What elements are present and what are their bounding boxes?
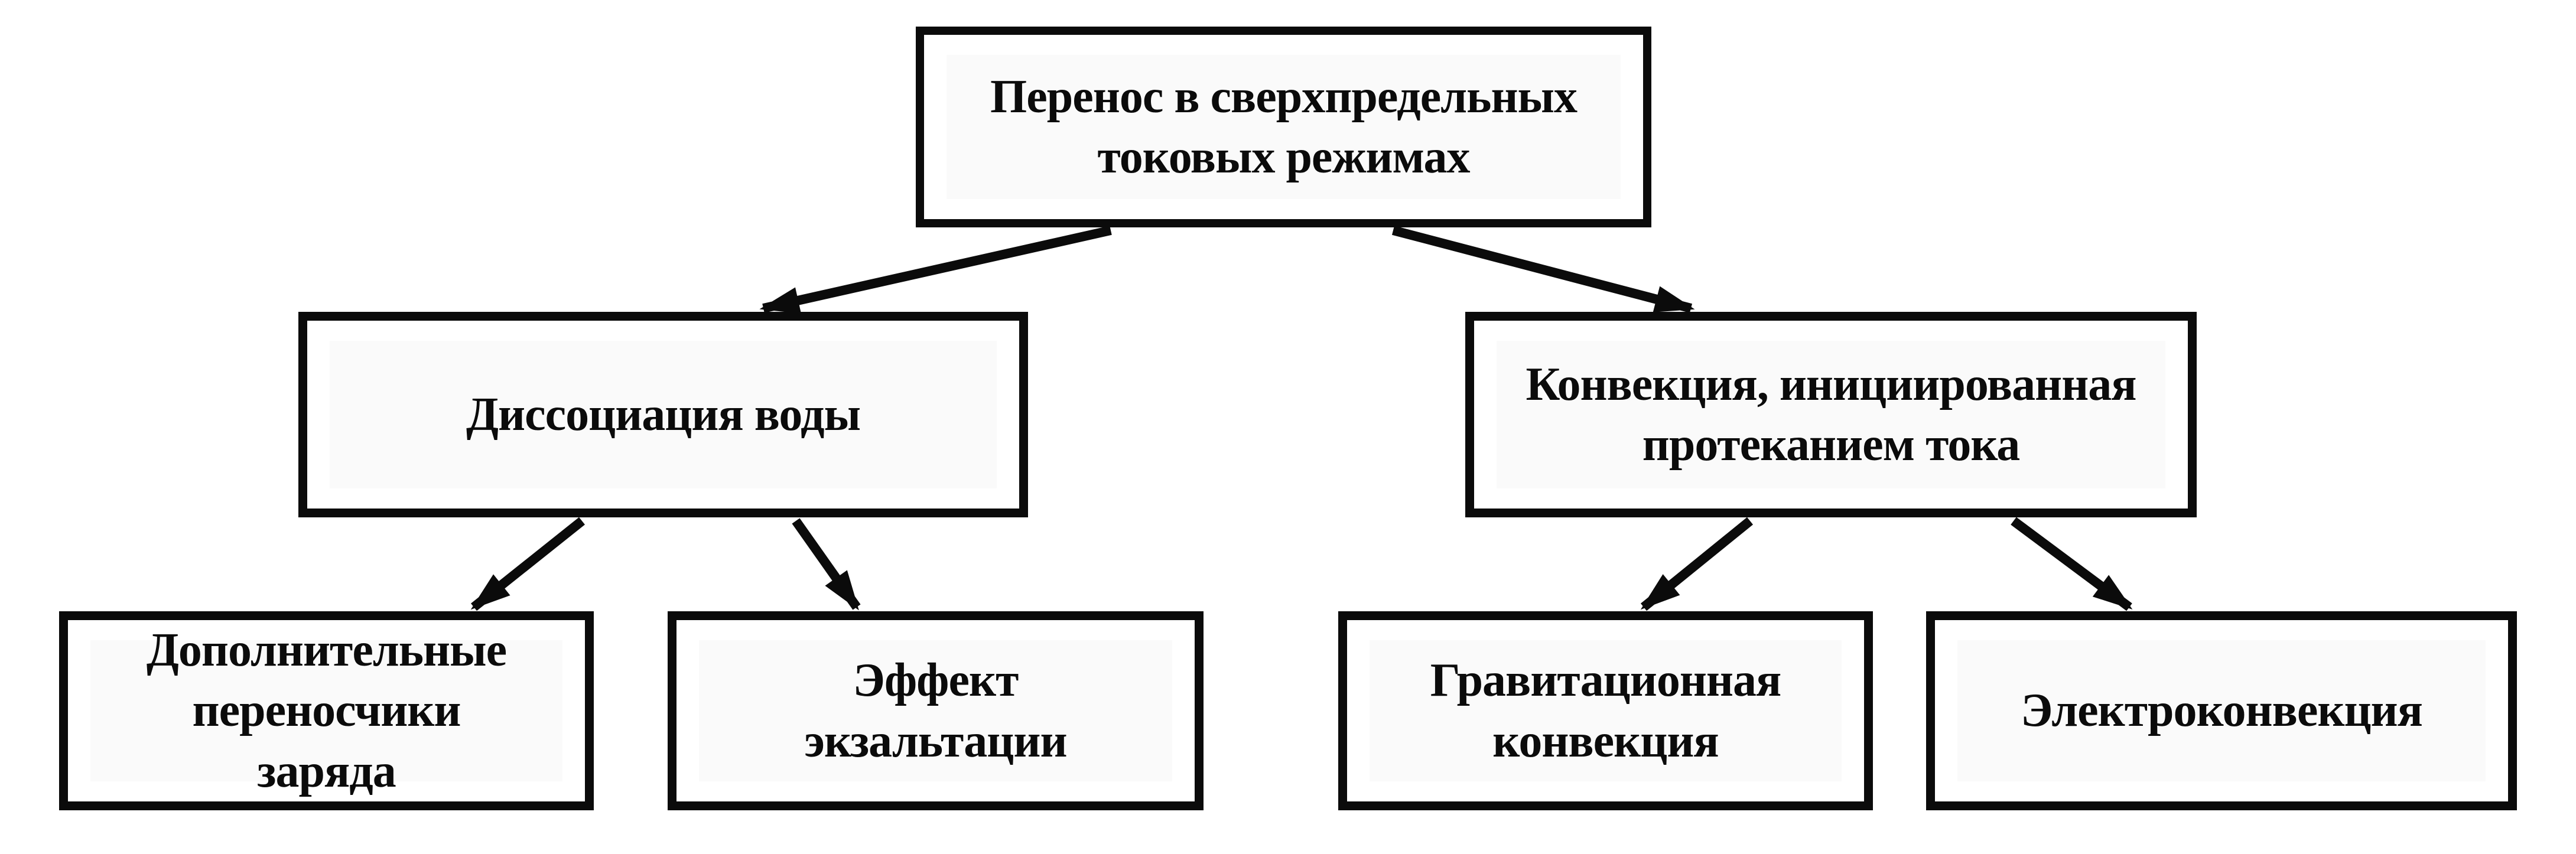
node-label: Перенос в сверхпредельных токовых режима…	[990, 70, 1578, 183]
edge-water-to-carriers-arrow	[470, 517, 585, 611]
node-label: Электроконвекция	[2021, 684, 2423, 737]
node-electroconvection: Электроконвекция	[1926, 611, 2517, 810]
node-gravitational-convection: Гравитационная конвекция	[1338, 611, 1873, 810]
node-label: Эффект экзальтации	[804, 654, 1067, 767]
edge-root-to-convection-arrow	[1391, 226, 1695, 313]
node-label: Диссоциация воды	[466, 388, 861, 441]
node-additional-charge-carriers: Дополнительные переносчики заряда	[59, 611, 594, 810]
node-current-induced-convection: Конвекция, инициированная протеканием то…	[1465, 312, 2197, 517]
edge-convection-to-electro-arrow	[2011, 517, 2133, 611]
node-overlimit-current-transfer: Перенос в сверхпредельных токовых режима…	[916, 27, 1651, 227]
node-label: Конвекция, инициированная протеканием то…	[1526, 358, 2136, 471]
edge-root-to-water-arrow	[759, 226, 1112, 314]
node-label: Дополнительные переносчики заряда	[146, 624, 507, 797]
node-water-dissociation: Диссоциация воды	[298, 312, 1028, 517]
node-exaltation-effect: Эффект экзальтации	[668, 611, 1204, 810]
edge-water-to-exaltation-arrow	[792, 518, 861, 611]
node-label: Гравитационная конвекция	[1430, 654, 1782, 767]
edge-convection-to-gravity-arrow	[1640, 517, 1754, 611]
